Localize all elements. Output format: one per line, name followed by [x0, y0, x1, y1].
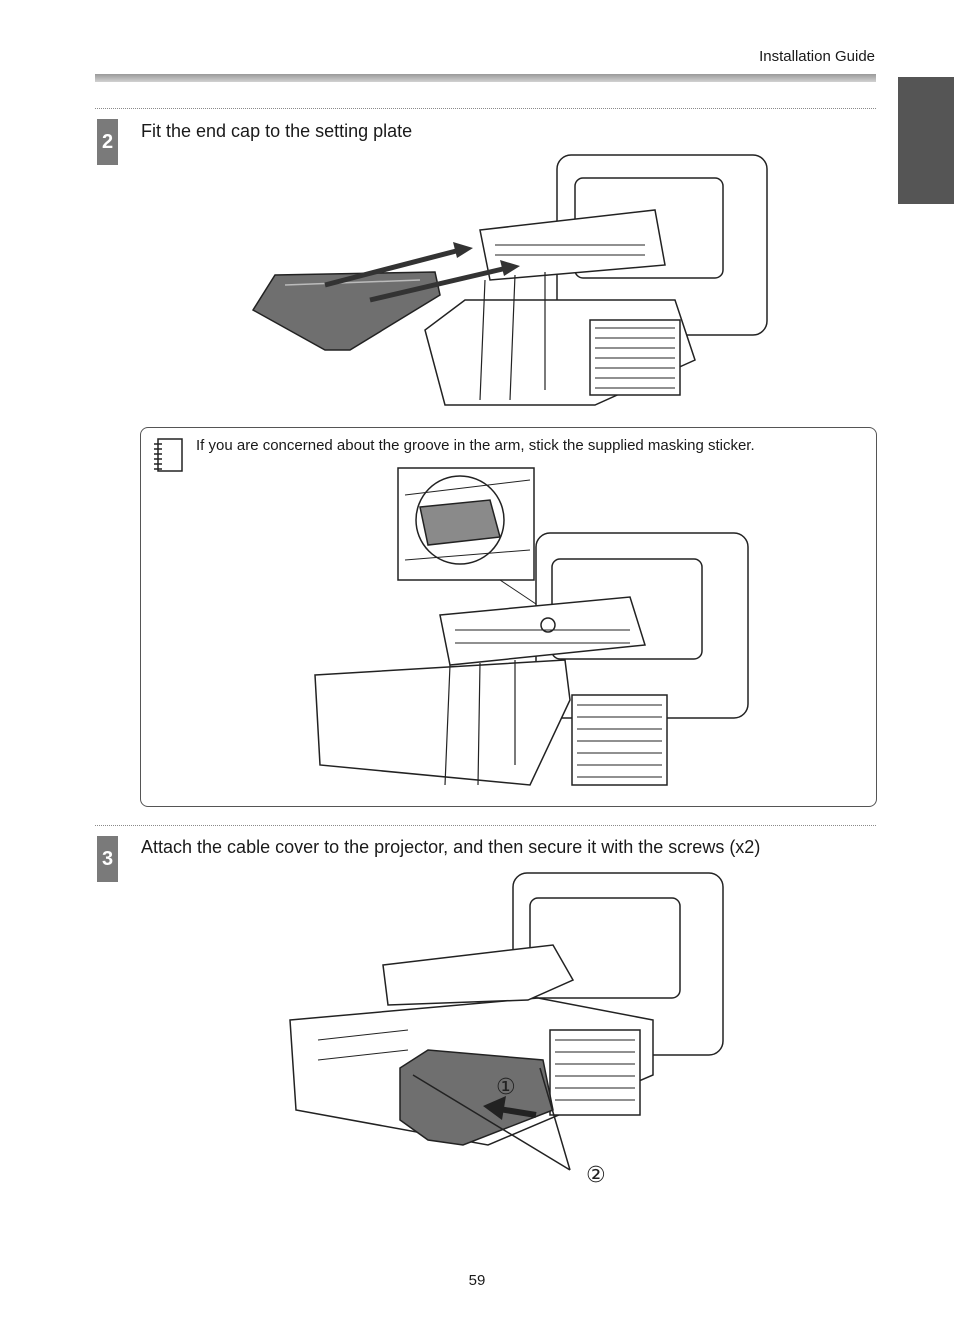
note-box — [140, 427, 877, 807]
cable-cover-illustration: ① ② — [289, 872, 724, 1188]
header-rule — [95, 74, 876, 82]
section-tab — [898, 77, 954, 204]
callout-2-label: ② — [586, 1163, 606, 1188]
step-divider — [95, 825, 876, 826]
step-3-badge: 3 — [97, 836, 118, 882]
note-text: If you are concerned about the groove in… — [196, 437, 755, 454]
page-number: 59 — [468, 1272, 486, 1289]
step-3-text: Attach the cable cover to the projector,… — [141, 837, 761, 857]
step-2-text: Fit the end cap to the setting plate — [141, 121, 413, 141]
note-icon — [154, 438, 183, 472]
callout-1-label: ① — [496, 1075, 516, 1100]
step-2-badge: 2 — [97, 119, 118, 165]
end-cap-illustration — [251, 154, 768, 406]
masking-sticker-illustration — [314, 467, 749, 786]
step-divider — [95, 108, 876, 109]
header-title: Installation Guide — [759, 48, 875, 65]
